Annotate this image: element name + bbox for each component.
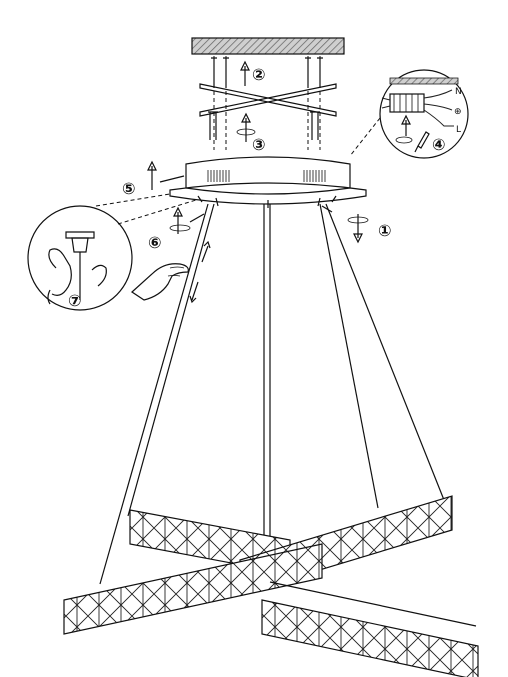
wire-neutral-label: N xyxy=(455,87,462,97)
step-4-label: ④ xyxy=(432,135,446,154)
crystal-bar-right-lower xyxy=(261,581,479,677)
suspension-cables xyxy=(99,203,445,585)
canopy xyxy=(169,156,367,208)
clamp-detail xyxy=(27,193,197,311)
up-arrow-icon xyxy=(240,60,250,86)
wiring-detail xyxy=(349,69,469,159)
slide-arrows-icon xyxy=(189,240,211,304)
step-3-label: ③ xyxy=(252,135,266,154)
step-2-label: ② xyxy=(252,65,266,84)
step-7-label: ⑦ xyxy=(68,291,82,310)
step-1-label: ① xyxy=(378,221,392,240)
step-5-label: ⑤ xyxy=(122,179,136,198)
cross-bracket xyxy=(199,83,337,117)
step-6-label: ⑥ xyxy=(148,233,162,252)
crystal-bar-front xyxy=(63,543,323,635)
wire-ground-label: ⊕ xyxy=(454,107,462,117)
rotate-arrow-icon-step1 xyxy=(321,205,369,244)
ceiling-board xyxy=(191,37,345,55)
up-arrow-icon-step5 xyxy=(147,160,185,190)
rotate-arrow-icon-step6 xyxy=(169,206,205,234)
wire-live-label: L xyxy=(456,125,461,135)
hand-icon xyxy=(131,263,189,301)
rotate-arrow-icon xyxy=(236,112,256,142)
